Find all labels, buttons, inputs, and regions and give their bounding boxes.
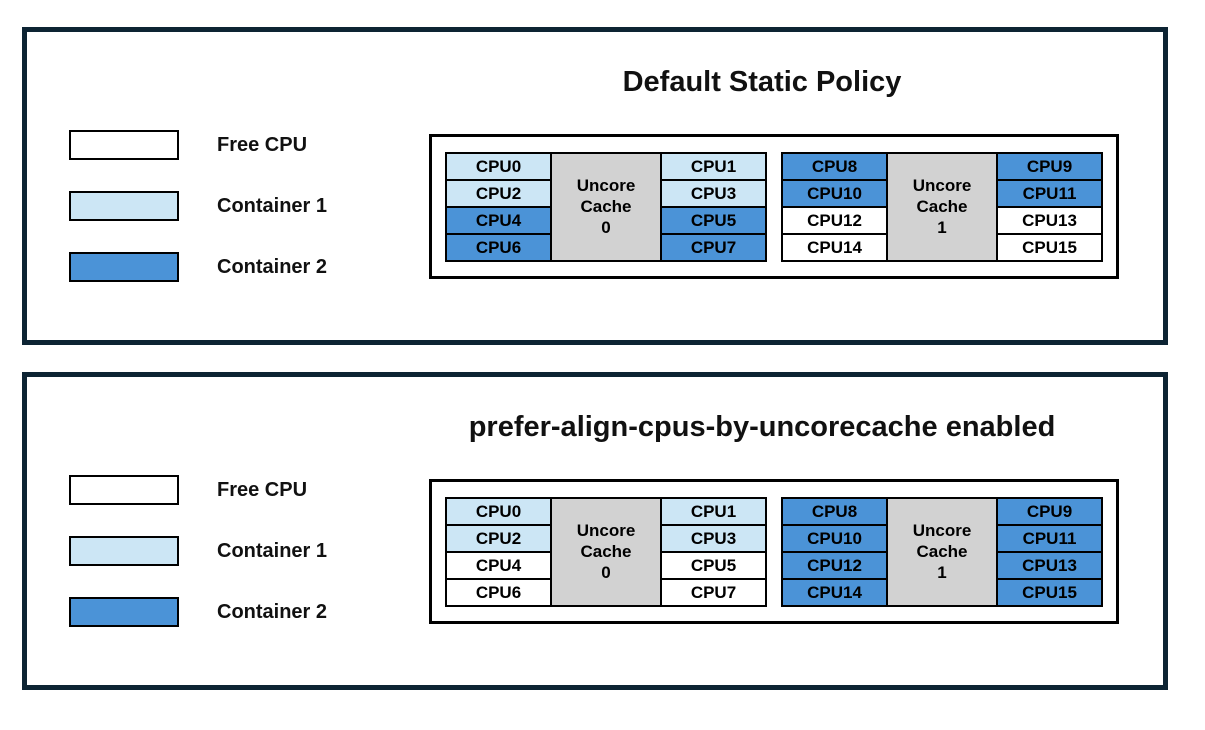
legend-label: Container 2 xyxy=(217,600,328,623)
cpu-cell-cpu11: CPU11 xyxy=(996,178,1103,208)
legend-item: Free CPU xyxy=(69,475,327,505)
legend-label: Free CPU xyxy=(217,478,308,501)
legend-label: Container 2 xyxy=(217,255,328,278)
cpu-cell-cpu3: CPU3 xyxy=(660,178,767,208)
cache-line: 0 xyxy=(601,563,611,582)
cpu-cell-cpu7: CPU7 xyxy=(660,577,767,607)
cache-line: Uncore xyxy=(912,521,972,540)
legend-swatch-container2 xyxy=(69,252,179,282)
legend-item: Free CPU xyxy=(69,130,327,160)
cpu-cell-cpu15: CPU15 xyxy=(996,577,1103,607)
legend-item: Container 1 xyxy=(69,536,327,566)
cpu-cell-cpu2: CPU2 xyxy=(445,523,552,553)
cache-line: Cache xyxy=(916,197,968,216)
cpu-column-left: CPU0 CPU2 CPU4 CPU6 xyxy=(445,496,552,607)
cpu-cell-cpu9: CPU9 xyxy=(996,496,1103,526)
cpu-cell-cpu8: CPU8 xyxy=(781,496,888,526)
cpu-cell-cpu14: CPU14 xyxy=(781,232,888,262)
cache-line: Uncore xyxy=(576,521,636,540)
cache-line: Uncore xyxy=(912,176,972,195)
cpu-cell-cpu7: CPU7 xyxy=(660,232,767,262)
panel-title: Default Static Policy xyxy=(622,66,902,98)
cpu-column-left: CPU8 CPU10 CPU12 CPU14 xyxy=(781,496,888,607)
cpu-cell-cpu0: CPU0 xyxy=(445,151,552,181)
cpu-cell-cpu12: CPU12 xyxy=(781,205,888,235)
cpu-cell-cpu4: CPU4 xyxy=(445,550,552,580)
cpu-cell-cpu13: CPU13 xyxy=(996,550,1103,580)
cpu-cell-cpu10: CPU10 xyxy=(781,523,888,553)
cpu-cell-cpu5: CPU5 xyxy=(660,550,767,580)
legend: Free CPU Container 1 Container 2 xyxy=(69,130,327,313)
cache-line: 1 xyxy=(937,218,947,237)
cpu-cell-cpu10: CPU10 xyxy=(781,178,888,208)
cache-line: Cache xyxy=(580,542,632,561)
policy-panel-0: Default Static Policy Free CPU Container… xyxy=(22,27,1168,345)
cpu-cell-cpu1: CPU1 xyxy=(660,496,767,526)
legend-item: Container 1 xyxy=(69,191,327,221)
legend-swatch-free xyxy=(69,475,179,505)
panel-title: prefer-align-cpus-by-uncorecache enabled xyxy=(468,411,1056,443)
legend-label: Free CPU xyxy=(217,133,308,156)
cpu-cell-cpu14: CPU14 xyxy=(781,577,888,607)
cpu-cell-cpu0: CPU0 xyxy=(445,496,552,526)
cpu-column-right: CPU1 CPU3 CPU5 CPU7 xyxy=(660,496,767,607)
legend-label: Container 1 xyxy=(217,194,328,217)
cpu-cell-cpu1: CPU1 xyxy=(660,151,767,181)
legend-item: Container 2 xyxy=(69,252,327,282)
cache-line: Uncore xyxy=(576,176,636,195)
legend-label: Container 1 xyxy=(217,539,328,562)
cpu-cell-cpu4: CPU4 xyxy=(445,205,552,235)
cpu-cell-cpu6: CPU6 xyxy=(445,232,552,262)
cpu-cell-cpu11: CPU11 xyxy=(996,523,1103,553)
cpu-cell-cpu13: CPU13 xyxy=(996,205,1103,235)
legend-swatch-container2 xyxy=(69,597,179,627)
cpu-cell-cpu8: CPU8 xyxy=(781,151,888,181)
cache-line: Cache xyxy=(916,542,968,561)
legend-swatch-free xyxy=(69,130,179,160)
cache-line: 0 xyxy=(601,218,611,237)
cache-line: Cache xyxy=(580,197,632,216)
legend-item: Container 2 xyxy=(69,597,327,627)
cpu-cell-cpu5: CPU5 xyxy=(660,205,767,235)
legend-swatch-container1 xyxy=(69,191,179,221)
cpu-column-left: CPU8 CPU10 CPU12 CPU14 xyxy=(781,151,888,262)
cpu-column-left: CPU0 CPU2 CPU4 CPU6 xyxy=(445,151,552,262)
cpu-cell-cpu15: CPU15 xyxy=(996,232,1103,262)
cpu-column-right: CPU9 CPU11 CPU13 CPU15 xyxy=(996,151,1103,262)
cpu-column-right: CPU9 CPU11 CPU13 CPU15 xyxy=(996,496,1103,607)
cpu-cell-cpu2: CPU2 xyxy=(445,178,552,208)
cache-line: 1 xyxy=(937,563,947,582)
cpu-column-right: CPU1 CPU3 CPU5 CPU7 xyxy=(660,151,767,262)
legend: Free CPU Container 1 Container 2 xyxy=(69,475,327,658)
cpu-cell-cpu12: CPU12 xyxy=(781,550,888,580)
cpu-cell-cpu6: CPU6 xyxy=(445,577,552,607)
cpu-cell-cpu9: CPU9 xyxy=(996,151,1103,181)
legend-swatch-container1 xyxy=(69,536,179,566)
policy-panel-1: prefer-align-cpus-by-uncorecache enabled… xyxy=(22,372,1168,690)
cpu-cell-cpu3: CPU3 xyxy=(660,523,767,553)
